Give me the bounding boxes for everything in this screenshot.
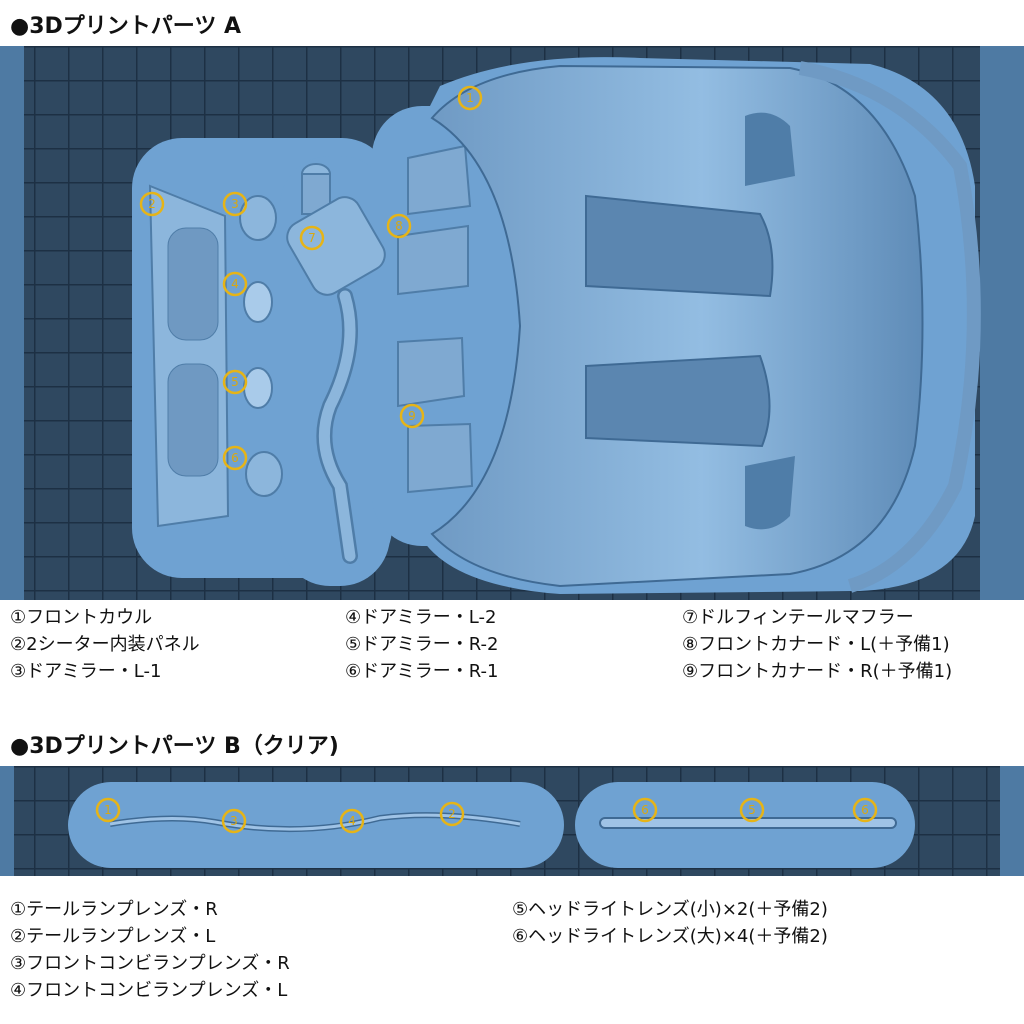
legend-a-item: ④ドアミラー・L-2 <box>345 607 497 628</box>
canard-parts <box>397 144 474 494</box>
legend-b-item: ②テールランプレンズ・L <box>10 926 216 947</box>
svg-text:5: 5 <box>231 375 239 389</box>
legend-a-item: ⑥ドアミラー・R-1 <box>345 661 499 682</box>
build-plate-b-render: 1 3 4 2 6 5 6 <box>0 766 1024 876</box>
legend-b-item: ⑤ヘッドライトレンズ(小)×2(＋予備2) <box>512 899 828 920</box>
legend-a-item: ①フロントカウル <box>10 607 153 628</box>
legend-b-column-1: ①テールランプレンズ・R ②テールランプレンズ・L ③フロントコンビランプレンズ… <box>10 896 290 1004</box>
lens-parts <box>109 812 897 833</box>
marker-a-4: 4 <box>222 271 248 297</box>
svg-text:7: 7 <box>308 231 316 245</box>
section-b-title: ●3Dプリントパーツ B（クリア) <box>10 734 339 759</box>
svg-text:8: 8 <box>395 219 403 233</box>
marker-b-5: 5 <box>739 797 765 823</box>
marker-b-6a: 6 <box>632 797 658 823</box>
svg-text:5: 5 <box>748 803 756 817</box>
front-cowl-part <box>430 61 981 593</box>
marker-a-8: 8 <box>386 213 412 239</box>
legend-b-item: ①テールランプレンズ・R <box>10 899 218 920</box>
legend-a-item: ⑤ドアミラー・R-2 <box>345 634 499 655</box>
marker-b-4: 4 <box>339 808 365 834</box>
marker-a-2: 2 <box>139 191 165 217</box>
legend-b-item: ③フロントコンビランプレンズ・R <box>10 953 290 974</box>
svg-text:3: 3 <box>231 197 239 211</box>
svg-text:6: 6 <box>861 803 869 817</box>
svg-text:1: 1 <box>104 803 112 817</box>
plate-edge-right <box>980 46 1024 600</box>
legend-b-item: ⑥ヘッドライトレンズ(大)×4(＋予備2) <box>512 926 828 947</box>
mirror-parts <box>239 195 283 497</box>
svg-text:9: 9 <box>408 409 416 423</box>
marker-b-3: 3 <box>221 808 247 834</box>
plate-edge-left <box>0 46 24 600</box>
svg-text:6: 6 <box>231 451 239 465</box>
svg-text:3: 3 <box>230 814 238 828</box>
svg-text:2: 2 <box>148 197 156 211</box>
svg-text:2: 2 <box>448 807 456 821</box>
part-markers-a: 1 2 3 4 5 6 7 8 9 <box>139 85 483 471</box>
marker-a-9: 9 <box>399 403 425 429</box>
svg-text:4: 4 <box>231 277 239 291</box>
legend-a-item: ⑦ドルフィンテールマフラー <box>682 607 914 628</box>
build-plate-b: 1 3 4 2 6 5 6 <box>0 766 1024 876</box>
muffler-part <box>286 163 386 564</box>
marker-a-5: 5 <box>222 369 248 395</box>
legend-a-item: ③ドアミラー・L-1 <box>10 661 162 682</box>
legend-a-item: ②2シーター内装パネル <box>10 634 200 655</box>
legend-a-item: ⑧フロントカナード・L(＋予備1) <box>682 634 950 655</box>
legend-b-column-2: ⑤ヘッドライトレンズ(小)×2(＋予備2) ⑥ヘッドライトレンズ(大)×4(＋予… <box>512 896 828 950</box>
interior-panel-part <box>148 184 230 528</box>
marker-a-3: 3 <box>222 191 248 217</box>
svg-text:4: 4 <box>348 814 356 828</box>
svg-text:6: 6 <box>641 803 649 817</box>
legend-b-item: ④フロントコンビランプレンズ・L <box>10 980 288 1001</box>
marker-b-6b: 6 <box>852 797 878 823</box>
marker-b-2: 2 <box>439 801 465 827</box>
build-plate-a-render: 1 2 3 4 5 6 7 8 9 <box>0 46 1024 600</box>
marker-b-1: 1 <box>95 797 121 823</box>
marker-a-7: 7 <box>299 225 325 251</box>
marker-a-6: 6 <box>222 445 248 471</box>
legend-a-item: ⑨フロントカナード・R(＋予備1) <box>682 661 953 682</box>
part-markers-b: 1 3 4 2 6 5 6 <box>95 797 878 834</box>
marker-a-1: 1 <box>457 85 483 111</box>
section-a-title: ●3Dプリントパーツ A <box>10 14 242 39</box>
legend-a-column-2: ④ドアミラー・L-2 ⑤ドアミラー・R-2 ⑥ドアミラー・R-1 <box>345 604 499 685</box>
build-plate-a: 1 2 3 4 5 6 7 8 9 <box>0 46 1024 600</box>
legend-a-column-1: ①フロントカウル ②2シーター内装パネル ③ドアミラー・L-1 <box>10 604 200 685</box>
svg-text:1: 1 <box>466 91 474 105</box>
legend-a-column-3: ⑦ドルフィンテールマフラー ⑧フロントカナード・L(＋予備1) ⑨フロントカナー… <box>682 604 952 685</box>
